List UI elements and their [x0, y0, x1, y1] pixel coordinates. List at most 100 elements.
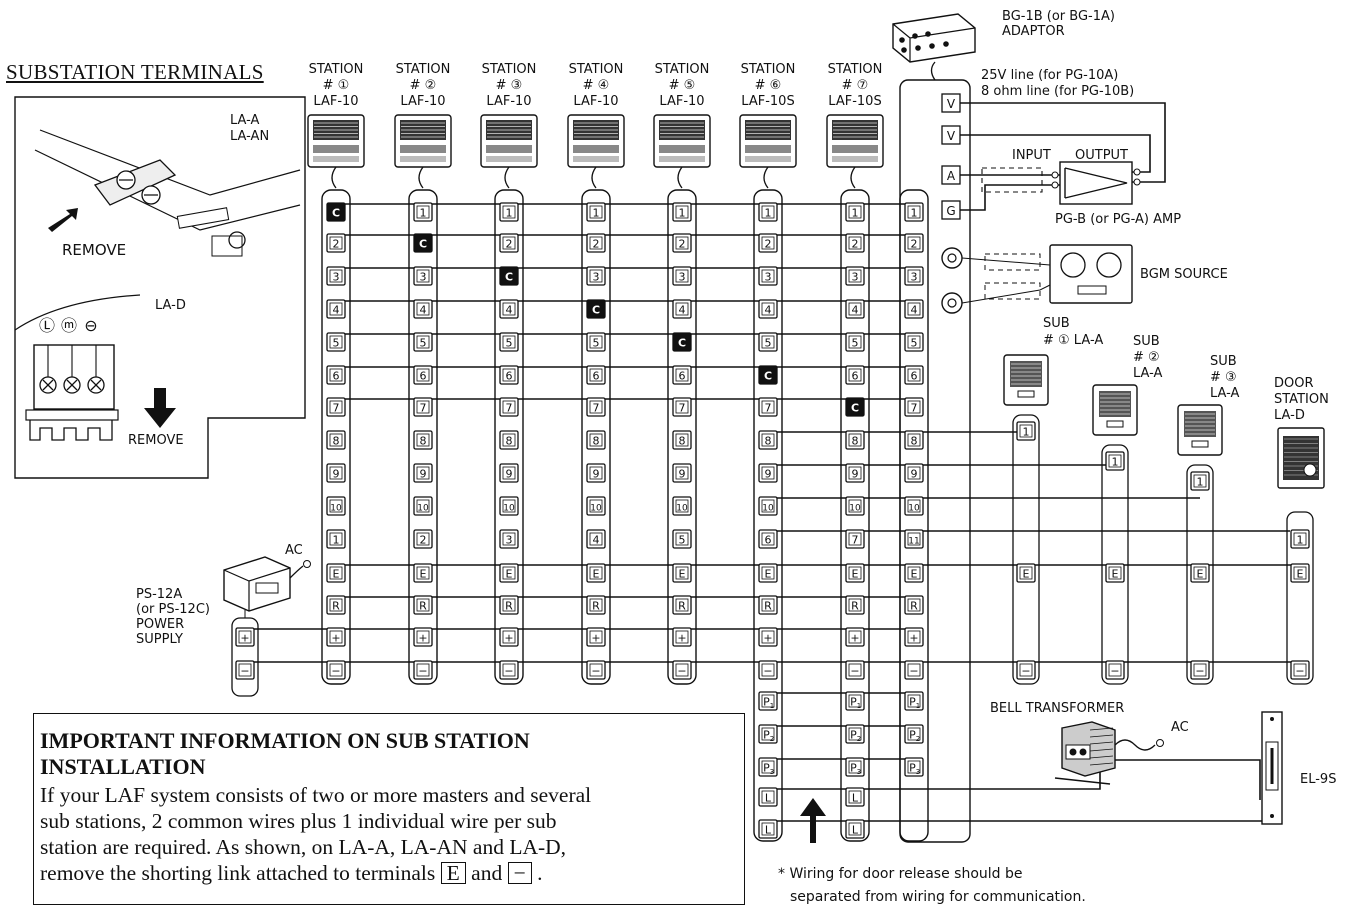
terminal-s8-plus-inner — [907, 630, 921, 644]
terminal-s7-n5-box — [845, 332, 865, 352]
strip-outline-1 — [321, 189, 351, 685]
terminal-s8-n9-box — [904, 463, 924, 483]
terminal-s1-e-inner — [329, 566, 343, 580]
door-terminal-minus-inner — [1293, 663, 1307, 677]
terminal-s8-n6-box — [904, 365, 924, 385]
terminal-s5-n4-label: 4 — [679, 304, 686, 317]
station-1-number: # ① — [323, 78, 350, 93]
station-4-number: # ④ — [583, 78, 610, 93]
terminal-s6-n5-inner — [761, 335, 775, 349]
terminal-s3-n9-inner — [502, 466, 516, 480]
terminal-s5-n3-box — [672, 266, 692, 286]
terminal-s2-r-inner — [416, 598, 430, 612]
terminal-s1-r-label: R — [332, 600, 340, 613]
terminal-s3-n10: 10 — [499, 496, 519, 516]
terminal-s6-l1-box — [758, 787, 778, 807]
terminal-s4-minus-box — [586, 660, 606, 680]
terminal-s5-n8: 8 — [672, 430, 692, 450]
terminal-s6-p1-label: P — [763, 696, 770, 709]
terminal-s6-n9: 9 — [758, 463, 778, 483]
bell-ac-cord — [1114, 739, 1156, 751]
terminal-s4-n5-inner — [589, 335, 603, 349]
terminal-s7-n1-inner — [848, 205, 862, 219]
ps-terminal-minus: − — [235, 660, 255, 680]
terminal-s7-row11-box — [845, 529, 865, 549]
sub-2-terminal-minus-inner — [1108, 663, 1122, 677]
la-d-symbol-2: ⊖ — [84, 316, 97, 335]
terminal-s8-n10-label: 10 — [908, 504, 920, 514]
terminal-s3-n4-inner — [502, 302, 516, 316]
terminal-s7-n7: C — [845, 397, 865, 417]
adaptor-jack — [901, 47, 907, 53]
terminal-s5-minus-label: − — [677, 665, 686, 678]
terminal-s4-n3-label: 3 — [593, 271, 600, 284]
terminal-s3-r: R — [499, 595, 519, 615]
terminal-s3-n7-label: 7 — [506, 402, 513, 415]
sub-2-terminal-e-label: E — [1112, 568, 1119, 581]
terminal-s6-n10-label: 10 — [762, 504, 774, 514]
terminal-s1-plus-box — [326, 627, 346, 647]
sub-3-terminal-e-inner — [1193, 566, 1207, 580]
terminal-s8-n4-label: 4 — [911, 304, 918, 317]
terminal-s7-plus-inner — [848, 630, 862, 644]
electric-lock — [1261, 711, 1283, 825]
terminal-s5-n10-inner — [675, 499, 689, 513]
terminal-s3-n8-box — [499, 430, 519, 450]
terminal-s4-n1-box — [586, 202, 606, 222]
terminal-s6-n2-box — [758, 233, 778, 253]
terminal-s2-e: E — [413, 563, 433, 583]
adaptor-terminal-2: A — [941, 165, 961, 185]
terminal-s6-p2-box — [758, 724, 778, 744]
sub-1-unit — [1003, 354, 1049, 406]
terminal-s8-minus: − — [904, 660, 924, 680]
terminal-s3-n3-label: C — [505, 271, 513, 284]
terminal-s2-n7: 7 — [413, 397, 433, 417]
terminal-s1-n4-inner — [329, 302, 343, 316]
important-info-box: IMPORTANT INFORMATION ON SUB STATION INS… — [33, 713, 745, 905]
terminal-s1-n5-box — [326, 332, 346, 352]
terminal-s3-n7: 7 — [499, 397, 519, 417]
terminal-s3-n8-inner — [502, 433, 516, 447]
terminal-s6-p2-inner — [761, 727, 775, 741]
station-1-unit — [307, 114, 365, 168]
station-2-number: # ② — [410, 78, 437, 93]
terminal-s8-p3-label: P — [909, 762, 916, 775]
door-terminal-e: E — [1290, 563, 1310, 583]
adaptor-cable — [930, 61, 936, 81]
sub-2-terminal-1: 1 — [1105, 451, 1125, 471]
terminal-s8-row11-label: 11 — [908, 537, 919, 547]
terminal-s5-n2-box — [672, 233, 692, 253]
info-body-line-4: remove the shorting link attached to ter… — [40, 860, 744, 886]
terminal-s6-minus-box — [758, 660, 778, 680]
terminal-s3-n5-inner — [502, 335, 516, 349]
terminal-s7-r-label: R — [851, 600, 859, 613]
terminal-s3-plus-inner — [502, 630, 516, 644]
terminal-s1-n2-label: 2 — [333, 238, 340, 251]
terminal-s4-n10-label: 10 — [590, 504, 602, 514]
station-3-cable — [504, 166, 510, 189]
terminal-s6-n3: 3 — [758, 266, 778, 286]
terminal-s8-n1-inner — [907, 205, 921, 219]
adaptor-jack — [915, 45, 921, 51]
terminal-s3-n1-box — [499, 202, 519, 222]
pg-amp — [1051, 161, 1141, 205]
terminal-minus-box: − — [507, 862, 532, 884]
terminal-s2-n9: 9 — [413, 463, 433, 483]
terminal-s7-n10-label: 10 — [849, 504, 861, 514]
info-body: If your LAF system consists of two or mo… — [40, 782, 744, 886]
adaptor-jack — [929, 43, 935, 49]
sub-2-terminal-e-box — [1105, 563, 1125, 583]
terminal-s2-e-label: E — [420, 568, 427, 581]
terminal-s5-n5-box — [672, 332, 692, 352]
terminal-s2-n3-label: 3 — [420, 271, 427, 284]
sub-1-terminal-e: E — [1016, 563, 1036, 583]
terminal-s1-r-inner — [329, 598, 343, 612]
terminal-s7-n6-box — [845, 365, 865, 385]
terminal-s3-minus-inner — [502, 663, 516, 677]
ps-terminal-plus: + — [235, 627, 255, 647]
terminal-s4-n6-box — [586, 365, 606, 385]
terminal-s1-n1: C — [326, 202, 346, 222]
